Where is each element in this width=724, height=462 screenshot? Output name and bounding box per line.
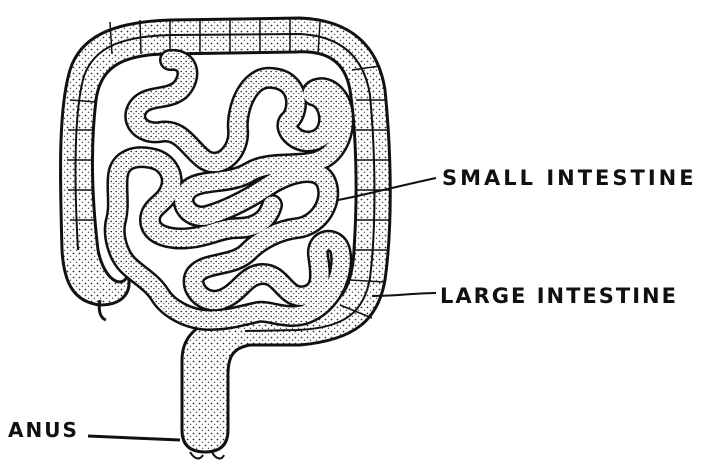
leader-anus [88,436,180,440]
small-intestine [115,60,344,320]
small-intestine-label: SMALL INTESTINE [442,166,697,190]
large-intestine-label: LARGE INTESTINE [440,284,678,308]
anus-label: ANUS [8,418,79,442]
